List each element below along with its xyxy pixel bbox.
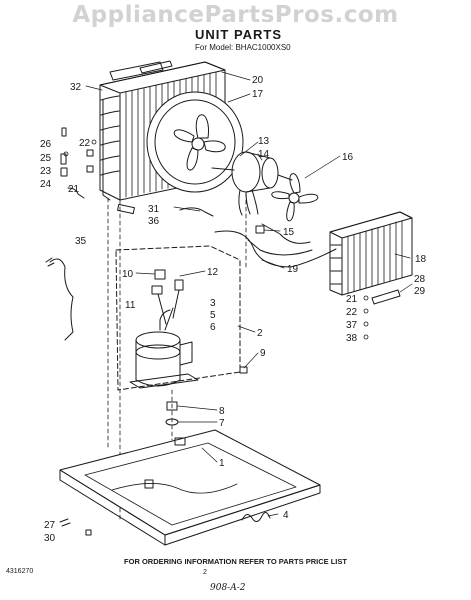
callout-28: 28 (414, 274, 426, 285)
callout-2: 2 (257, 328, 263, 339)
callout-3: 3 (210, 298, 216, 309)
clip-drawing (255, 225, 265, 234)
callout-12: 12 (207, 267, 219, 278)
screw-drawing (59, 518, 92, 536)
document-code: 4316270 (6, 568, 34, 575)
callout-10: 10 (122, 269, 134, 280)
model-number: For Model: BHAC1000XS0 (195, 43, 291, 52)
evaporator-coil-drawing (247, 211, 413, 296)
callout-1: 1 (219, 458, 225, 469)
callout-5: 5 (210, 310, 216, 321)
callout-23: 23 (40, 166, 52, 177)
watermark: AppliancePartsPros.com (72, 2, 399, 28)
callout-6: 6 (210, 322, 216, 333)
callout-22b: 22 (346, 307, 358, 318)
callout-26: 26 (40, 139, 52, 150)
fastener-markers (63, 139, 369, 340)
callout-37: 37 (346, 320, 358, 331)
callout-32: 32 (70, 82, 82, 93)
grommet-drawing (239, 366, 248, 374)
callout-9: 9 (260, 348, 266, 359)
callout-24: 24 (40, 179, 52, 190)
callout-22: 22 (79, 138, 91, 149)
callout-36: 36 (148, 216, 160, 227)
capillary-tube-drawing (214, 230, 337, 268)
callout-27: 27 (44, 520, 56, 531)
compressor-assembly-boundary (115, 245, 241, 391)
callout-14: 14 (258, 149, 270, 160)
callout-29: 29 (414, 286, 426, 297)
wire-clip-drawing (117, 203, 214, 217)
callout-16: 16 (342, 152, 354, 163)
power-cord-drawing (49, 258, 74, 341)
callout-30: 30 (44, 533, 56, 544)
callout-25: 25 (40, 153, 52, 164)
drain-hose-drawing (241, 512, 271, 522)
handwritten-note: 908-A-2 (210, 583, 246, 593)
callout-35: 35 (75, 236, 87, 247)
fan-motor-drawing (211, 151, 293, 216)
base-pan-drawing (59, 429, 321, 546)
callout-labels: 32 20 17 26 22 25 23 24 21 13 14 16 31 3… (40, 75, 427, 544)
page-number: 2 (203, 569, 207, 576)
fan-shroud-drawing (146, 91, 244, 193)
ordering-note: FOR ORDERING INFORMATION REFER TO PARTS … (124, 557, 347, 566)
callout-19: 19 (287, 264, 299, 275)
callout-13: 13 (258, 136, 270, 147)
callout-21: 21 (68, 184, 80, 195)
callout-31: 31 (148, 204, 160, 215)
callout-15: 15 (283, 227, 295, 238)
callout-18: 18 (415, 254, 427, 265)
callout-20: 20 (252, 75, 264, 86)
callout-17: 17 (252, 89, 264, 100)
callout-4: 4 (283, 510, 289, 521)
callout-21b: 21 (346, 294, 358, 305)
callout-8: 8 (219, 406, 225, 417)
filter-bracket-drawing (371, 289, 401, 305)
callout-11: 11 (125, 300, 136, 311)
overload-protector-drawing (151, 269, 184, 325)
compressor-drawing (129, 307, 199, 389)
callout-38: 38 (346, 333, 358, 344)
evaporator-fan-drawing (271, 173, 319, 222)
callout-7: 7 (219, 418, 225, 429)
diagram-title: UNIT PARTS (195, 27, 283, 42)
